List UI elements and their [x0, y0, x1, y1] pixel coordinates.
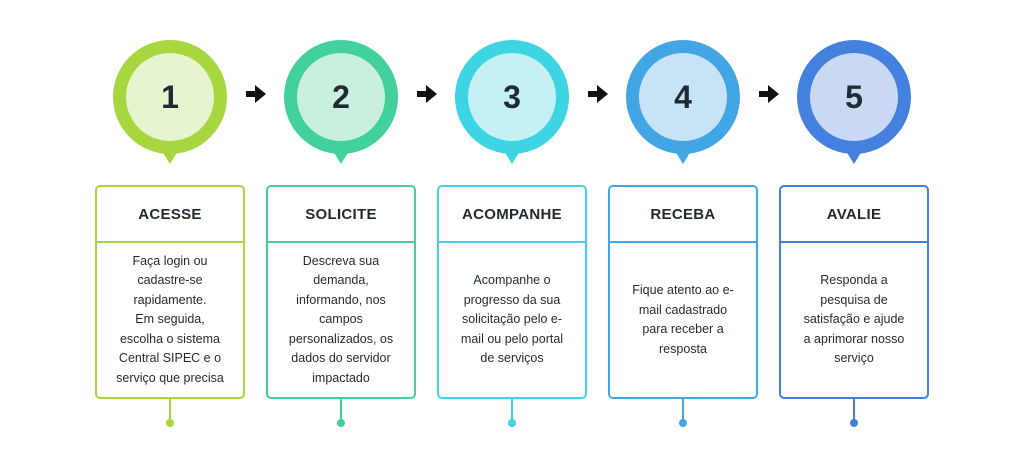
- pin-inner-circle: [468, 53, 556, 141]
- description-line: Central SIPEC e o: [118, 351, 222, 366]
- step-pin: 5: [797, 40, 911, 164]
- connector-dot: [166, 419, 174, 427]
- description-line: de serviços: [480, 351, 544, 366]
- description-line: Descreva sua: [302, 253, 380, 268]
- pin-inner-circle: [126, 53, 214, 141]
- description-line: rapidamente.: [133, 292, 207, 307]
- connector-dot: [508, 419, 516, 427]
- pin-inner-circle: [810, 53, 898, 141]
- description-line: escolha o sistema: [119, 331, 221, 346]
- description-line: campos: [319, 312, 363, 327]
- description-line: demanda,: [313, 273, 369, 288]
- step-number: 3: [503, 78, 521, 115]
- connector-line: [511, 397, 513, 421]
- step-title: RECEBA: [610, 187, 756, 243]
- description-line: pesquisa de: [820, 292, 888, 307]
- step-title: SOLICITE: [268, 187, 414, 243]
- step-card: ACESSE Faça login ou cadastre-se rapidament…: [95, 185, 245, 399]
- description-line: Acompanhe o: [473, 273, 551, 288]
- step-pin: 4: [626, 40, 740, 164]
- description-line: Fique atento ao e-: [632, 283, 734, 297]
- pin-inner-circle: [297, 53, 385, 141]
- arrow-right-icon: [759, 85, 779, 103]
- arrow-right-icon: [417, 85, 437, 103]
- step-description: Fique atento ao e-mail cadastrado para re…: [610, 243, 756, 397]
- step-pin: 2: [284, 40, 398, 164]
- connector-dot: [850, 419, 858, 427]
- connector-line: [340, 397, 342, 421]
- description-line: progresso da sua: [463, 292, 561, 307]
- step-description: Faça login ou cadastre-se rapidamente. Em s…: [97, 243, 243, 397]
- description-line: impactado: [312, 370, 370, 385]
- connector-line: [853, 397, 855, 421]
- description-line: serviço que precisa: [116, 370, 224, 385]
- connector-line: [682, 397, 684, 421]
- step-number: 2: [332, 78, 350, 115]
- step-number: 4: [674, 78, 692, 115]
- description-line: serviço: [834, 351, 874, 366]
- step-description: Acompanhe o progresso da sua solicitação p…: [439, 243, 585, 397]
- description-line: mail cadastrado: [638, 302, 728, 317]
- arrow-right-icon: [588, 85, 608, 103]
- description-line: satisfação e ajude: [803, 312, 905, 327]
- description-line: solicitação pelo e-: [461, 312, 563, 327]
- description-line: personalizados, os: [288, 331, 394, 346]
- description-line: Faça login ou: [132, 253, 208, 268]
- step-pin: 1: [113, 40, 227, 164]
- step-title: AVALIE: [781, 187, 927, 243]
- description-line: Responda a: [820, 273, 888, 288]
- description-line: resposta: [659, 341, 707, 356]
- description-line: informando, nos: [296, 292, 386, 307]
- description-line: dados do servidor: [291, 351, 391, 366]
- step-title: ACESSE: [97, 187, 243, 243]
- step-card: AVALIE Responda a pesquisa de satisfação e …: [779, 185, 929, 399]
- description-line: Em seguida,: [135, 312, 205, 327]
- description-line: a aprimorar nosso: [803, 331, 905, 346]
- connector-dot: [679, 419, 687, 427]
- description-line: para receber a: [642, 322, 724, 336]
- step-card: ACOMPANHE Acompanhe o progresso da sua soli…: [437, 185, 587, 399]
- pin-inner-circle: [639, 53, 727, 141]
- connector-dot: [337, 419, 345, 427]
- step-card: SOLICITE Descreva sua demanda, informando, …: [266, 185, 416, 399]
- step-card: RECEBA Fique atento ao e-mail cadastrado p…: [608, 185, 758, 399]
- step-number: 5: [845, 78, 863, 115]
- step-number: 1: [161, 78, 179, 115]
- connector-line: [169, 397, 171, 421]
- step-description: Responda a pesquisa de satisfação e ajude a…: [781, 243, 927, 397]
- description-line: cadastre-se: [137, 273, 203, 288]
- step-title: ACOMPANHE: [439, 187, 585, 243]
- step-description: Descreva sua demanda, informando, nos campo…: [268, 243, 414, 397]
- step-pin: 3: [455, 40, 569, 164]
- description-line: mail ou pelo portal: [460, 331, 564, 346]
- arrow-right-icon: [246, 85, 266, 103]
